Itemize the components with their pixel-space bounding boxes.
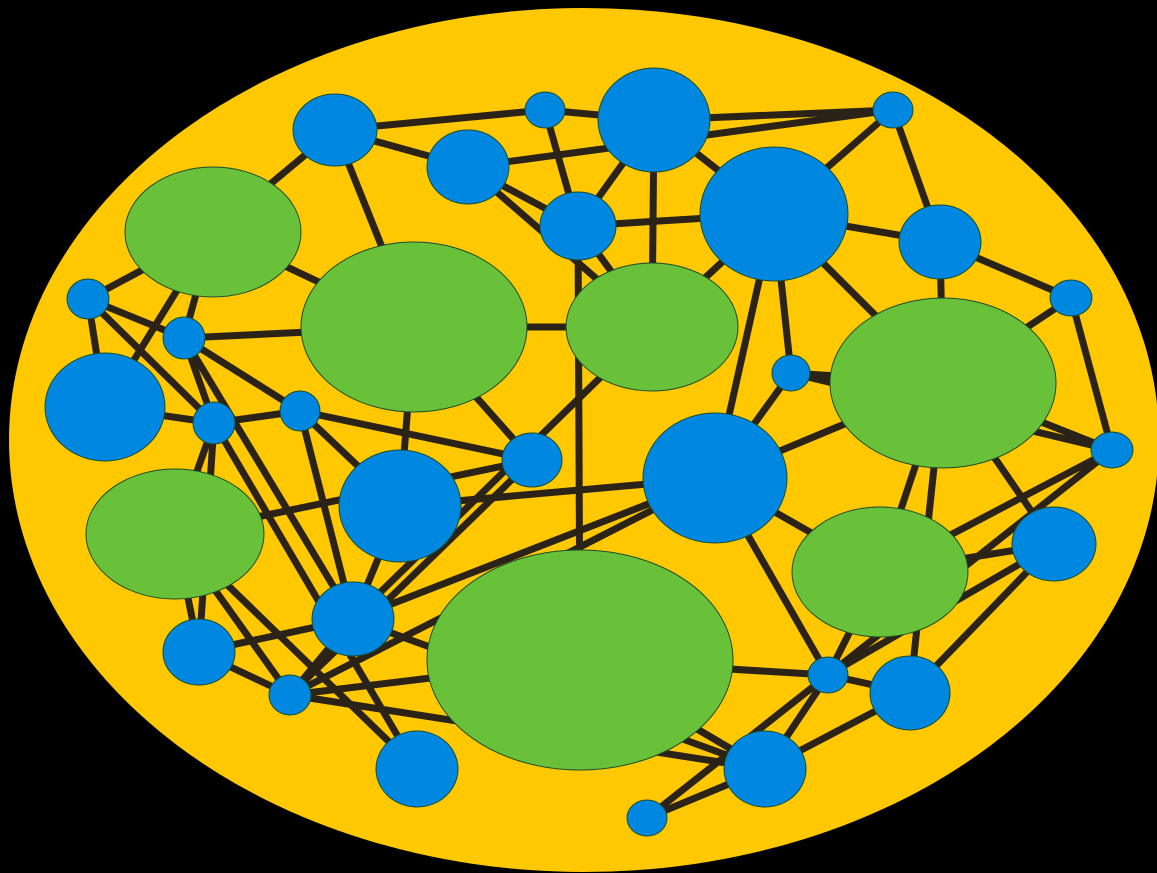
blue-node-b10 (66, 278, 110, 320)
edge-b17-b18 (296, 407, 536, 464)
green-node-g6 (426, 549, 734, 771)
blue-node-b6 (539, 191, 617, 261)
edge-b11-b20 (180, 334, 357, 623)
green-node-g2 (300, 241, 528, 413)
green-node-g5 (85, 468, 265, 600)
green-node-g4 (829, 297, 1057, 469)
blue-node-b22 (268, 674, 312, 716)
blue-node-b25 (626, 799, 668, 837)
blue-node-b19 (338, 449, 462, 563)
blue-node-b5 (426, 129, 510, 205)
blue-node-b21 (162, 618, 236, 686)
blue-node-b8 (898, 204, 982, 280)
green-node-g7 (791, 506, 969, 638)
blue-node-b20 (311, 581, 395, 657)
blue-node-b17 (279, 390, 321, 432)
blue-node-b24 (723, 730, 807, 808)
blue-node-b12 (44, 352, 166, 462)
blue-node-b15 (1090, 431, 1134, 469)
blue-node-b13 (642, 412, 788, 544)
blue-node-b4 (872, 91, 914, 129)
edge-b15-b26 (824, 446, 1116, 679)
blue-node-b9 (1049, 279, 1093, 317)
green-node-g1 (124, 166, 302, 298)
blue-node-b16 (192, 401, 236, 445)
blue-node-b11 (162, 316, 206, 360)
edge-b9-b15 (1067, 294, 1116, 454)
blue-node-b3 (597, 67, 711, 173)
blue-node-b1 (292, 93, 378, 167)
blue-node-b7 (699, 146, 849, 282)
blue-node-b27 (869, 655, 951, 731)
blue-node-b2 (524, 91, 566, 129)
blue-node-b28 (1011, 506, 1097, 582)
blue-node-b26 (807, 656, 849, 694)
blue-node-b18 (501, 432, 563, 488)
node-layer (44, 67, 1134, 837)
blue-node-b23 (375, 730, 459, 808)
edge-b10-b16 (84, 295, 218, 427)
edge-b11-b17 (180, 334, 304, 415)
green-node-g3 (565, 262, 739, 392)
blue-node-b14 (771, 354, 811, 392)
